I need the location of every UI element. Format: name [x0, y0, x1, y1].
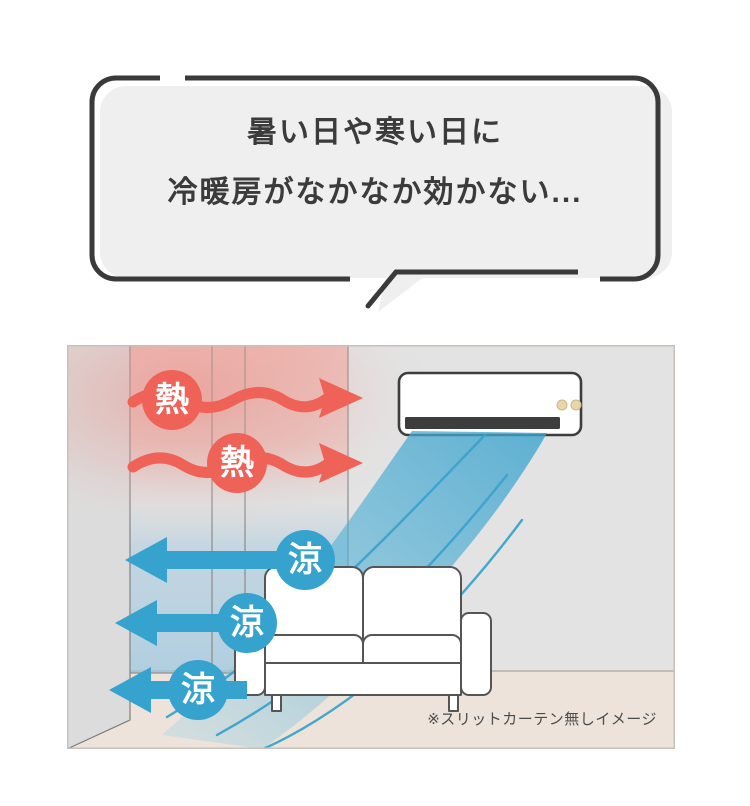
heat-marker-circle-2	[207, 433, 267, 493]
sofa-leg-left	[271, 694, 282, 712]
cool-marker-circle-2	[217, 593, 277, 653]
speech-bubble-fill-tail	[378, 276, 425, 312]
sofa-leg-right	[448, 694, 459, 712]
speech-bubble: 暑い日や寒い日に 冷暖房がなかなか効かない...	[0, 0, 750, 330]
cool-marker-circle-3	[168, 660, 228, 720]
speech-bubble-fill	[100, 86, 672, 278]
sofa-base	[264, 662, 462, 696]
air-conditioner	[397, 371, 583, 437]
sofa-armrest-right	[460, 612, 492, 696]
cool-arrow-1	[125, 537, 305, 583]
heat-marker-circle-1	[142, 370, 202, 430]
heat-markers: 熱 熱	[142, 370, 267, 493]
air-conditioner-indicator-2	[570, 399, 582, 411]
cool-marker-circle-1	[275, 530, 335, 590]
heat-marker-label-2: 熱	[220, 443, 254, 483]
cool-marker-label-1: 涼	[288, 540, 322, 580]
sofa	[234, 566, 492, 712]
room-illustration-graphic: 熱 熱 涼 涼	[67, 345, 675, 749]
illustration-border	[67, 345, 675, 749]
cool-marker-label-3: 涼	[181, 670, 215, 710]
speech-bubble-outline	[89, 75, 661, 309]
heat-marker-label-1: 熱	[155, 380, 189, 420]
heat-arrowhead-2	[319, 443, 363, 483]
cool-marker-label-2: 涼	[230, 603, 264, 643]
cool-arrow-2	[115, 600, 267, 646]
illustration-caption: ※スリットカーテン無しイメージ	[427, 710, 657, 728]
heat-arrowheads	[319, 378, 363, 483]
room-airflow-illustration: 熱 熱 涼 涼	[67, 345, 675, 749]
cool-markers: 涼 涼 涼	[168, 530, 335, 720]
air-conditioner-indicator-1	[556, 399, 568, 411]
heat-arrowhead-1	[319, 378, 363, 418]
speech-bubble-graphic	[89, 75, 672, 312]
air-conditioner-vent	[405, 417, 560, 429]
